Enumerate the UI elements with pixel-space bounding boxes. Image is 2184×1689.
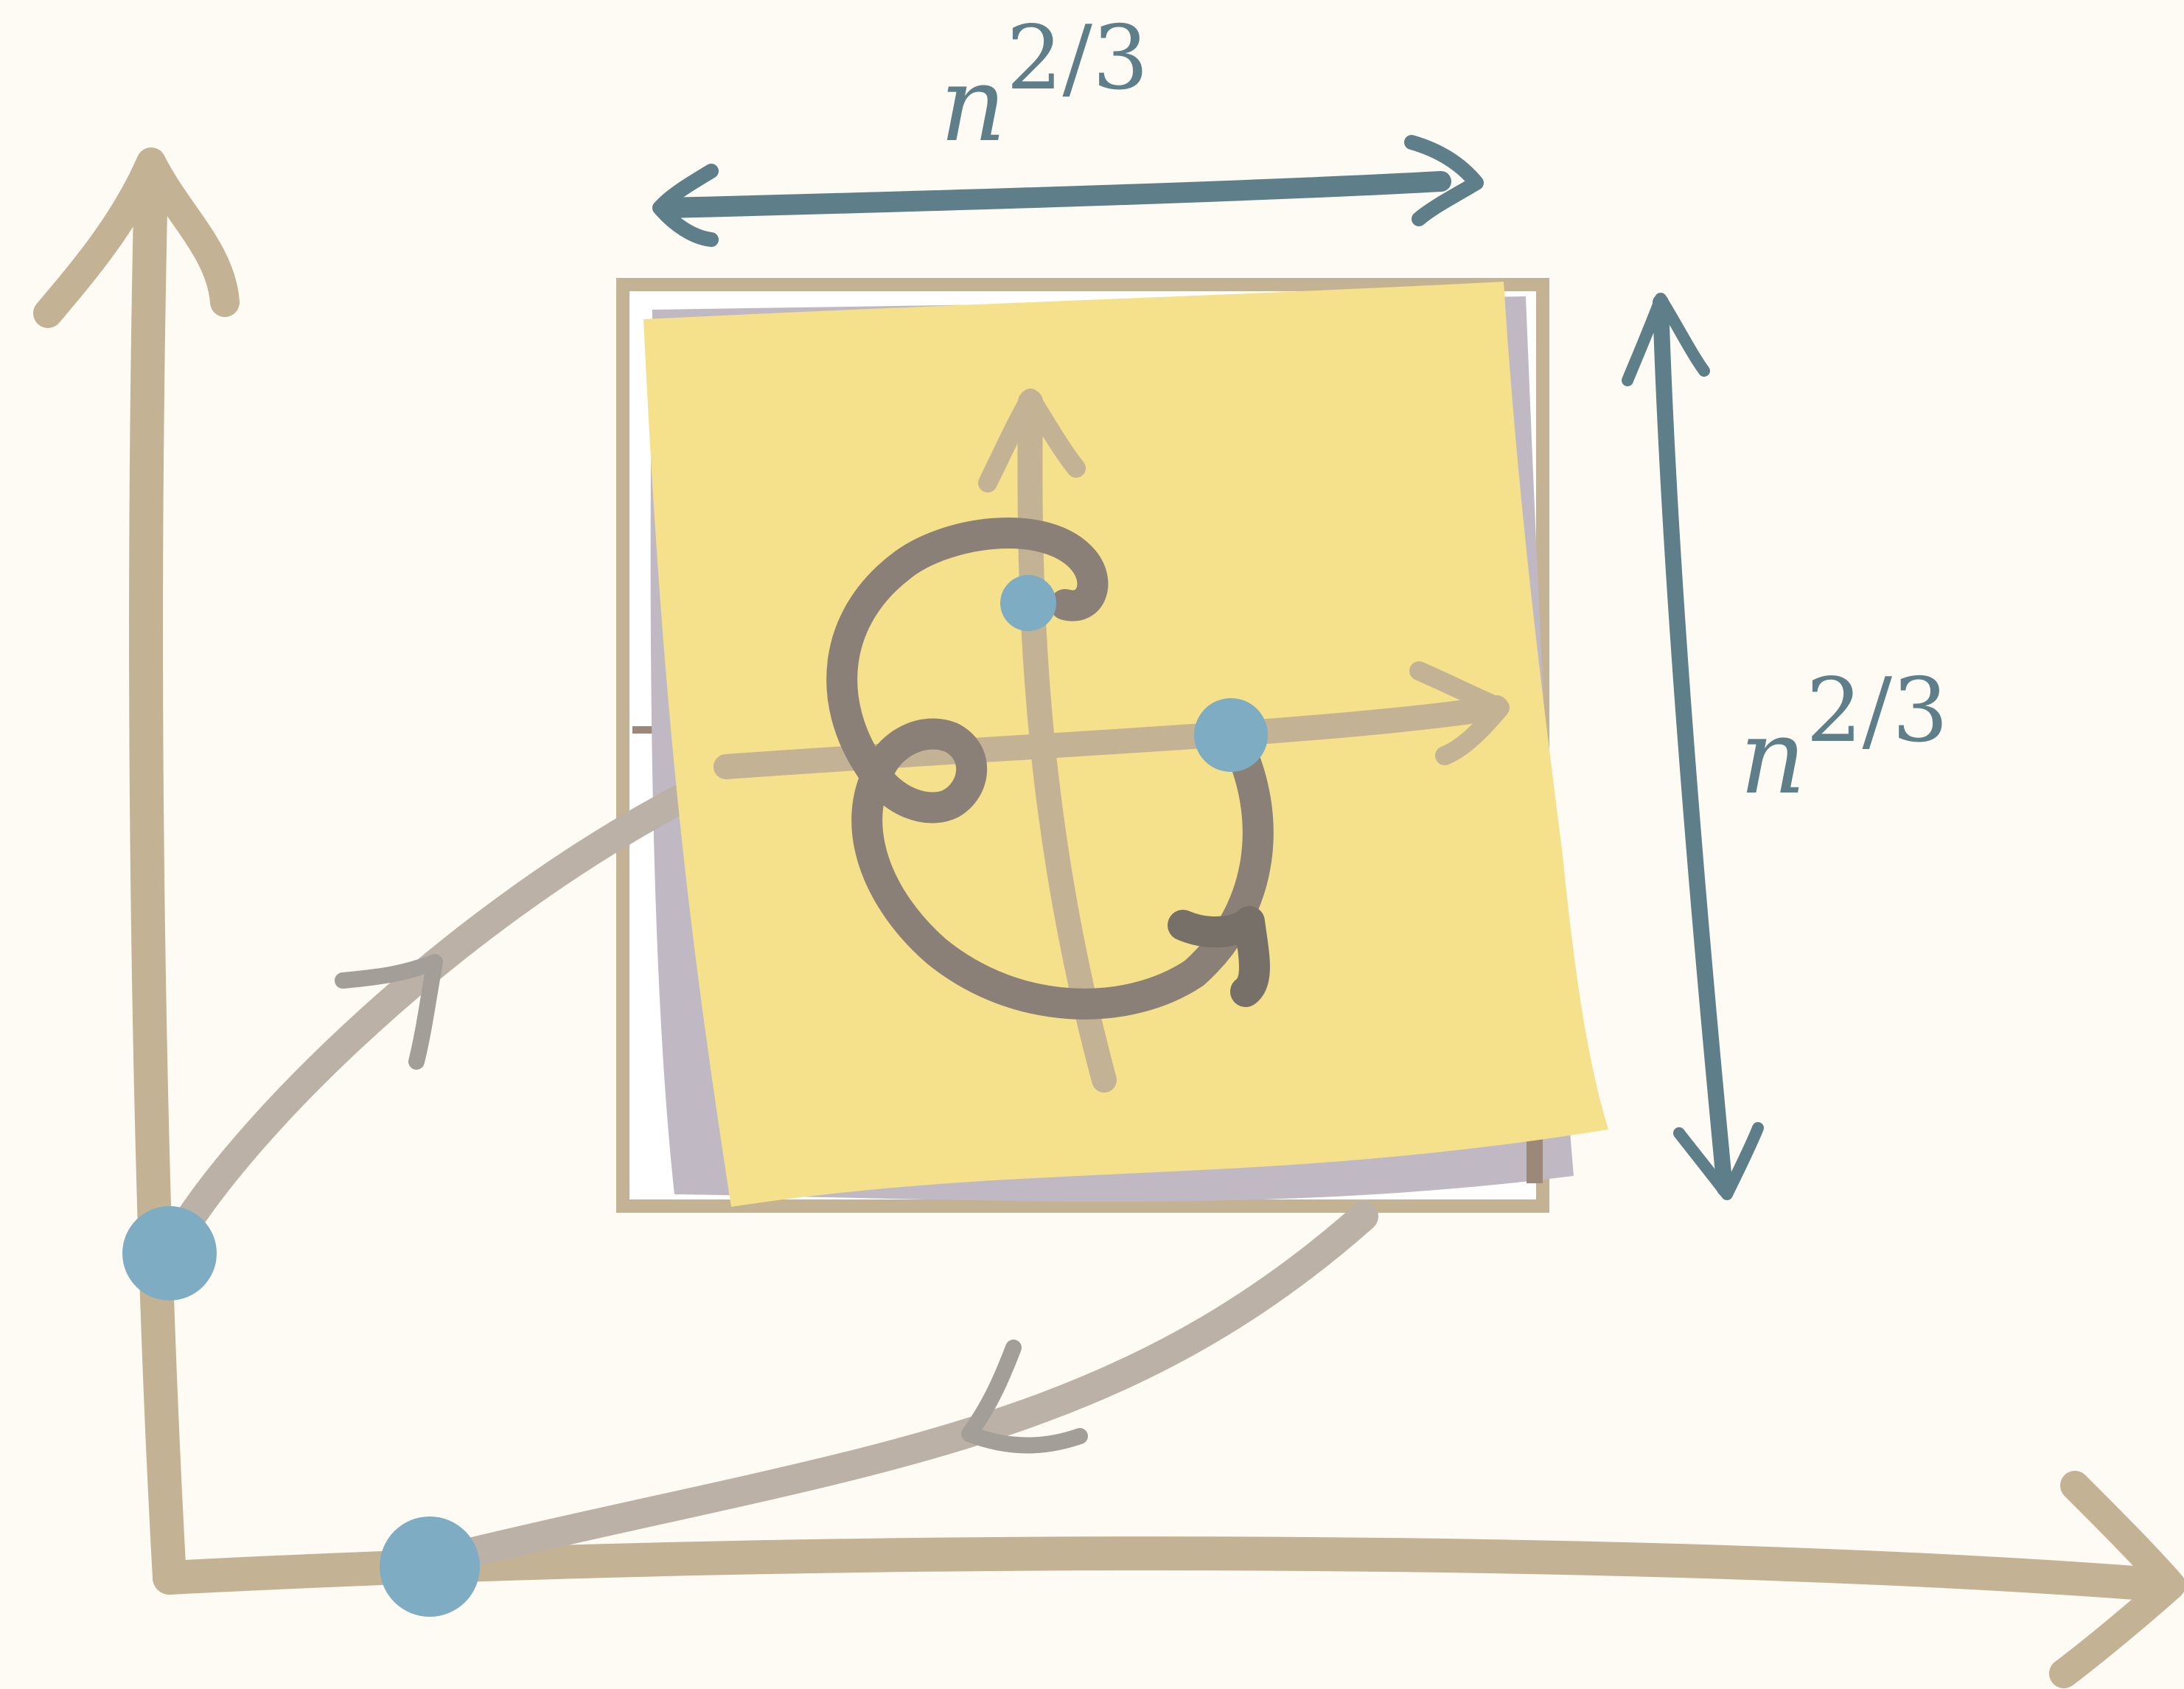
point-spiral-top <box>1000 575 1056 631</box>
point-x-axis <box>380 1516 480 1617</box>
top-dimension-label: n2/3 <box>940 7 1148 165</box>
point-spiral-right <box>1194 698 1268 772</box>
top-dimension-arrow <box>660 142 1476 240</box>
right-dimension-line <box>1661 302 1725 1188</box>
flow-curve-lower <box>428 1216 1364 1563</box>
right-dimension-label: n2/3 <box>1740 660 1948 818</box>
point-y-axis <box>122 1206 217 1300</box>
top-dimension-line <box>667 181 1441 208</box>
right-dimension-arrow <box>1627 299 1758 1194</box>
y-axis-line <box>146 177 170 1578</box>
